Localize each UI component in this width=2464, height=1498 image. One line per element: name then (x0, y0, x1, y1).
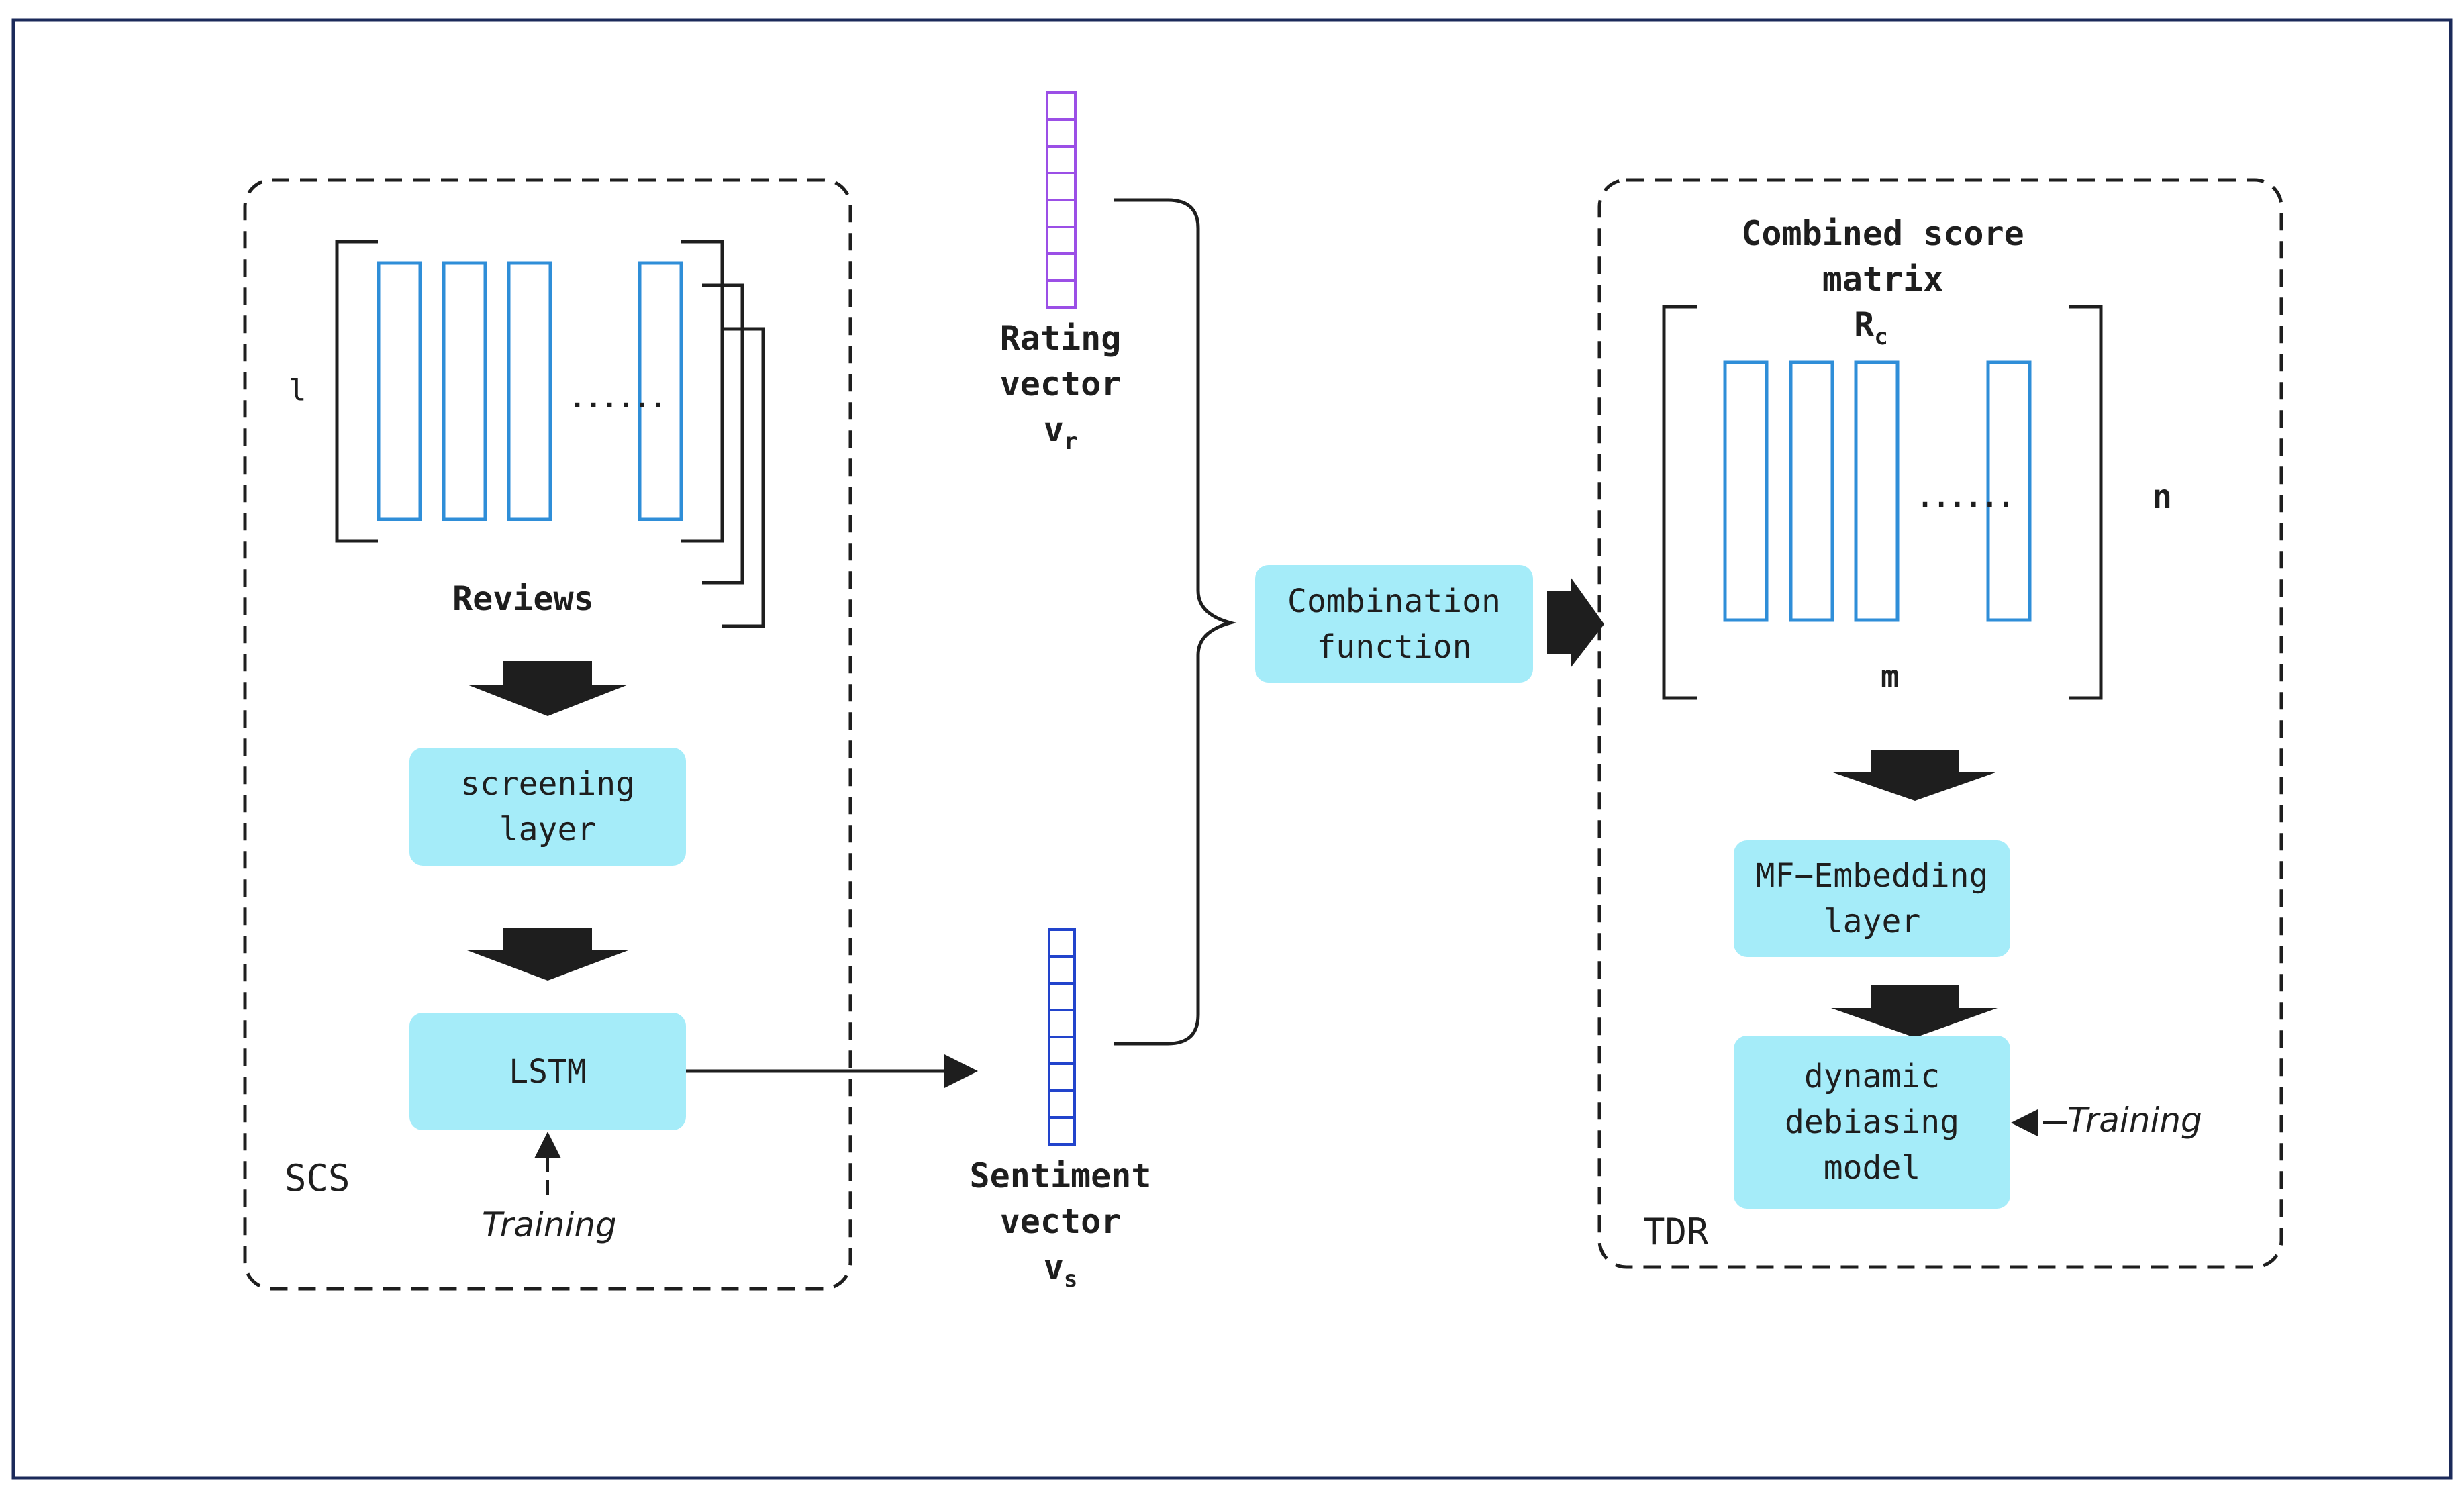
review-column (377, 261, 422, 521)
sentiment-vector-cell (1048, 955, 1076, 985)
sentiment-vector-symbol-sub: s (1063, 1266, 1078, 1293)
rating-vector-cell (1046, 145, 1077, 174)
outer-frame (11, 18, 2453, 1480)
matrix-symbol-main: R (1854, 305, 1875, 344)
screening-layer-box: screening layer (409, 748, 686, 866)
scs-training-label: Training (482, 1205, 617, 1244)
combined-score-matrix (1662, 305, 2103, 700)
reviews-right-bracket (681, 240, 724, 543)
matrix-column (1986, 360, 2032, 622)
curly-brace-icon (1114, 198, 1237, 1046)
reviews-matrix-stack (335, 240, 765, 628)
matrix-columns (1723, 360, 2032, 622)
matrix-column (1789, 360, 1834, 622)
rating-vector-symbol-main: v (1043, 410, 1064, 449)
sentiment-vector-cell (1048, 1062, 1076, 1092)
combination-function-box: Combination function (1255, 565, 1533, 683)
sentiment-vector-label-line1: Sentiment (969, 1156, 1152, 1195)
rating-vector-cell (1046, 118, 1077, 148)
reviews-columns (377, 261, 683, 521)
review-column (507, 261, 552, 521)
rating-vector-label-line2: vector (999, 364, 1122, 403)
rating-vector-cell (1046, 279, 1077, 309)
sentiment-vector-cell (1048, 928, 1076, 958)
matrix-symbol: Rc (1681, 302, 2061, 360)
down-arrow-icon (1831, 985, 1998, 1038)
mf-embedding-layer-box: MF−Embedding layer (1734, 840, 2010, 957)
sentiment-vector-cell (1048, 982, 1076, 1011)
down-arrow-icon (467, 928, 628, 981)
matrix-title-line1: Combined score (1741, 214, 2024, 253)
matrix-ellipsis: ...... (1917, 483, 2014, 513)
matrix-n-label: n (2152, 477, 2173, 516)
review-column (442, 261, 487, 521)
lstm-box: LSTM (409, 1013, 686, 1130)
rating-vector-cell (1046, 172, 1077, 201)
matrix-title-line2: matrix (1822, 260, 1944, 299)
down-arrow-icon (467, 661, 628, 716)
right-arrow-icon (1547, 577, 1604, 668)
matrix-column (1854, 360, 1900, 622)
sentiment-vector-cell (1048, 1009, 1076, 1038)
matrix-symbol-sub: c (1874, 323, 1888, 350)
reviews-stack-layer-3 (722, 327, 765, 628)
matrix-left-bracket (1662, 305, 1697, 700)
sentiment-vector-symbol: vs (953, 1244, 1168, 1302)
tdr-training-label: Training (2067, 1101, 2202, 1140)
sentiment-vector-cell (1048, 1116, 1076, 1146)
matrix-right-bracket (2069, 305, 2103, 700)
sentiment-vector-label-line2: vector (999, 1202, 1122, 1241)
matrix-column (1723, 360, 1769, 622)
sentiment-vector-graphic (1048, 928, 1076, 1146)
matrix-m-label: m (1881, 658, 1900, 695)
rating-vector-cell (1046, 91, 1077, 121)
row-label-l: l (289, 373, 307, 407)
sentiment-vector-cell (1048, 1036, 1076, 1065)
reviews-stack-layer-2 (702, 283, 744, 585)
tdr-panel-label: TDR (1643, 1211, 1709, 1253)
reviews-left-bracket (335, 240, 378, 543)
rating-vector-label-line1: Rating (999, 319, 1122, 358)
review-column (638, 261, 683, 521)
rating-vector-cell (1046, 199, 1077, 228)
down-arrow-icon (1831, 750, 1998, 801)
dynamic-debiasing-model-box: dynamic debiasing model (1734, 1036, 2010, 1209)
rating-vector-cell (1046, 252, 1077, 282)
reviews-label: Reviews (452, 579, 594, 618)
rating-vector-symbol-sub: r (1063, 428, 1078, 455)
reviews-ellipsis: ...... (569, 383, 667, 414)
sentiment-vector-cell (1048, 1089, 1076, 1119)
rating-vector-cell (1046, 226, 1077, 255)
tdr-panel (1597, 178, 2283, 1269)
sentiment-vector-symbol-main: v (1043, 1248, 1064, 1287)
rating-vector-symbol: vr (983, 407, 1138, 464)
scs-panel-label: SCS (285, 1157, 350, 1199)
rating-vector-graphic (1046, 91, 1077, 309)
